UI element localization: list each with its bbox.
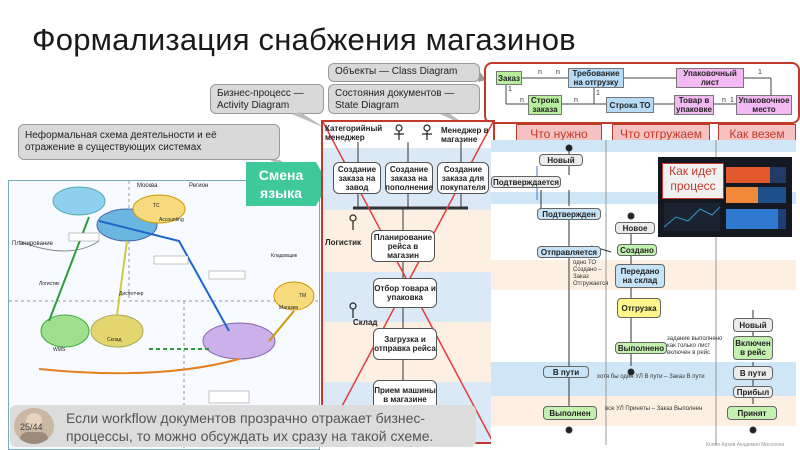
note-line: как только лист [667,343,711,349]
callout-activity-line1: Бизнес-процесс — [217,88,304,99]
footer-note [10,405,476,447]
informal-label: Регион [189,183,209,189]
actor-store-manager: Менеджер в магазине [441,126,489,144]
note-line: задание выполнено [667,336,723,342]
state-pack-in-path: В пути [733,366,773,380]
class-to-line: Строка ТО [606,97,654,113]
label-what-shipped: Что отгружаем [612,124,710,144]
state-to-new: Новое [615,222,655,234]
state-pack-in-trip: Включен в рейс [733,336,773,360]
callout-state-line2: State Diagram [335,100,399,111]
state-transitions [536,140,757,445]
informal-label: WMS [53,347,66,353]
note-line: Создано – [573,267,602,273]
informal-label: Accounting [159,217,184,223]
state-to-handed: Передано на склад [615,264,665,288]
informal-label: TC [153,203,160,209]
informal-label: Склад [107,337,122,343]
language-change-label: Смена языка [246,162,316,206]
language-change-line1: Смена [258,167,304,183]
speaker-avatar [14,408,54,444]
multiplicity-label: 1 [508,86,512,93]
callout-informal: Неформальная схема деятельности и её отр… [18,124,280,160]
class-diagram-links [505,77,772,105]
label-how-process-line1: Как идет [669,164,717,178]
state-order-in-transit: В пути [543,366,589,378]
footer-text-line2: процессы, то можно обсуждать их сразу на… [66,428,434,444]
informal-label: Логистик [39,281,60,287]
multiplicity-label: n [538,69,542,76]
activity-plan-trips: Планирование рейса в магазин [371,230,435,262]
informal-label: TM [299,293,307,299]
actor-category-manager: Категорийный менеджер [325,124,383,142]
multiplicity-label: 1 [596,90,600,97]
activity-diagram: Категорийный менеджер Менеджер в магазин… [321,120,495,444]
informal-label: Магазин [279,305,299,311]
dashboard-graphic [658,157,792,237]
state-note: все УЛ Приняты – Заказ Выполнен [605,406,703,412]
multiplicity-label: 1 [758,69,762,76]
page-number: 25/44 [20,422,43,432]
activity-select-goods: Отбор товара и упаковка [373,278,437,308]
actor-warehouse: Склад [353,318,378,327]
callout-state-line1: Состояния документов — [335,88,455,99]
class-requirement: Требование на отгрузку [568,68,624,88]
label-how-process-line2: процесс [670,179,716,193]
informal-label: Кладовщик [271,253,298,259]
slide-title: Формализация снабжения магазинов [32,22,576,57]
label-what-needed: Что нужно [516,124,602,144]
multiplicity-label: n [722,97,726,104]
note-line: Отгружается [573,281,609,287]
label-how-process: Как идет процесс [662,163,724,199]
class-goods-in-pack: Товар в упаковке [674,95,714,115]
note-line: Заказ [573,274,589,280]
speaker-avatar-image [14,408,54,444]
state-order-confirmed: Подтвержден [537,208,601,220]
multiplicity-label: n [520,97,524,104]
class-packing-list: Упаковочный лист [676,68,744,88]
actor-logist: Логистик [325,238,362,247]
class-pack-place: Упаковочное место [736,95,792,115]
footer-text-line1: Если workflow документов прозрачно отраж… [66,410,426,426]
state-pack-accepted: Принят [727,406,777,420]
state-order-executed: Выполнен [543,406,597,420]
callout-activity-diagram: Бизнес-процесс — Activity Diagram [210,84,324,114]
state-pack-arrived: Прибыл [733,386,773,398]
informal-diagram-graphic [9,181,319,449]
class-diagram: Заказ Требование на отгрузку Упаковочный… [484,62,800,124]
callout-activity-line2: Activity Diagram [217,100,290,111]
note-line: включен в рейс [667,350,711,356]
state-note: хотя бы один УЛ В пути – Заказ В пути [597,374,705,380]
language-change-line2: языка [260,185,302,201]
state-to-shipping: Отгрузка [617,298,661,318]
class-order-line: Строка заказа [528,95,562,115]
callout-informal-line1: Неформальная схема деятельности и её [25,130,217,141]
informal-label: Диспетчер [119,291,144,297]
activity-load-ship: Загрузка и отправка рейса [373,328,437,360]
callout-state-diagram: Состояния документов — State Diagram [328,84,480,114]
state-note: одно ТО Создано – Заказ Отгружается [573,260,608,288]
informal-label: Москва [137,183,158,189]
credit-text: Копия Архив Академия Миссиона [706,442,785,448]
activity-create-buyer-order: Создание заказа для покупателя [437,162,489,194]
informal-label: Планирование [12,241,53,247]
state-to-created: Создано [617,244,657,256]
state-note: задание выполнено как только лист включе… [667,336,722,357]
callout-class-diagram: Объекты — Class Diagram [328,63,480,82]
activity-create-plant-order: Создание заказа на завод [333,162,381,194]
multiplicity-label: n [574,97,578,104]
footer-text: Если workflow документов прозрачно отраж… [66,409,433,445]
activity-create-replenish-order: Создание заказа на пополнение [385,162,433,194]
note-line: одно ТО [573,260,597,266]
multiplicity-label: n [556,69,560,76]
callout-informal-line2: отражение в существующих системах [25,142,202,153]
state-order-sending: Отправляется [537,246,601,258]
state-order-confirming: Подтверждается [491,176,561,188]
state-to-done: Выполнено [615,342,667,354]
state-order-new: Новый [539,154,583,166]
multiplicity-label: 1 [730,97,734,104]
class-order: Заказ [496,71,522,85]
state-pack-new: Новый [733,318,773,332]
